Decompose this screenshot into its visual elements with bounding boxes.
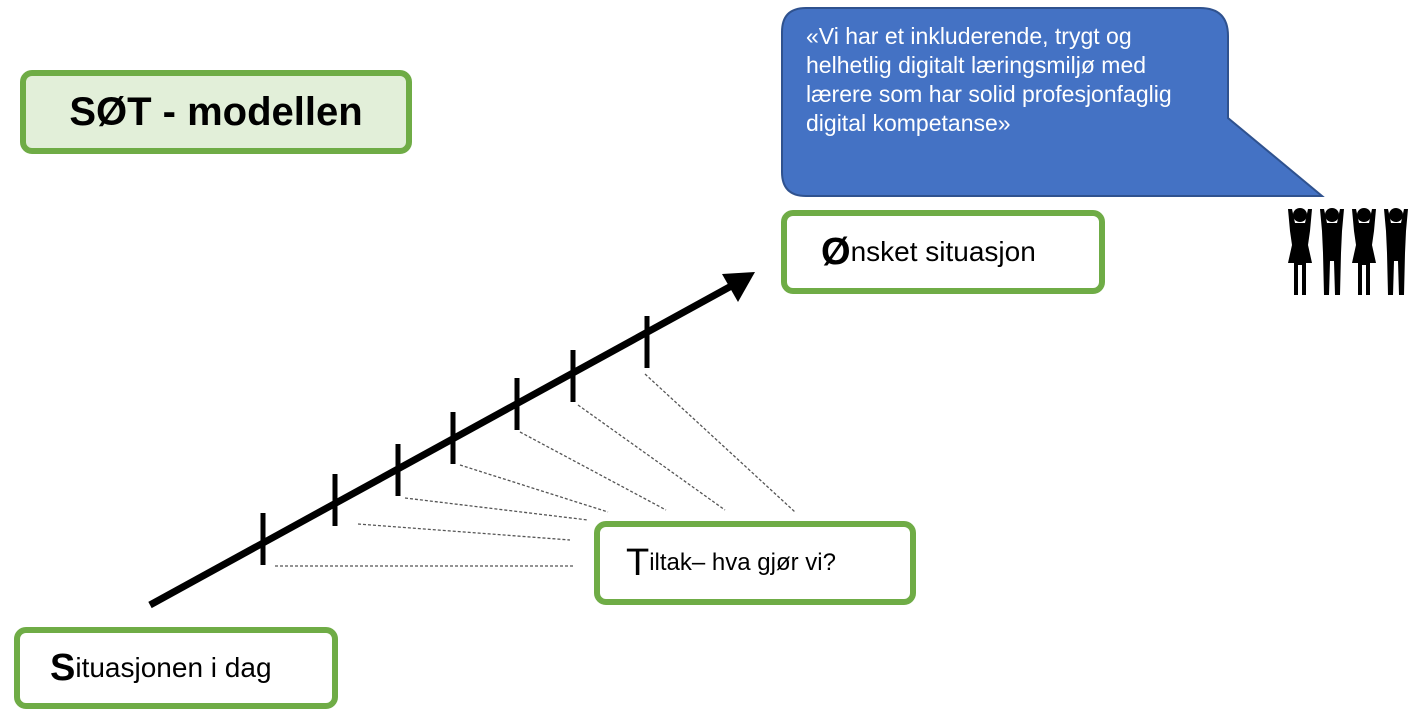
situasjon-initial: S xyxy=(50,646,76,689)
onsket-initial: Ø xyxy=(821,230,851,273)
quote-text: «Vi har et inkluderende, trygt og helhet… xyxy=(806,23,1172,136)
connector-line xyxy=(357,523,571,541)
connector-line xyxy=(459,464,609,513)
connector-line xyxy=(644,373,796,513)
page-title: SØT - modellen xyxy=(69,89,363,134)
speech-bubble xyxy=(781,7,1325,197)
connector-line xyxy=(577,404,726,511)
tiltak-initial: T xyxy=(626,541,650,584)
tick-marks xyxy=(260,316,650,565)
connector-lines xyxy=(275,373,796,567)
connector-line xyxy=(519,431,667,511)
title-box: SØT - modellen xyxy=(20,70,412,154)
connector-line xyxy=(404,497,589,521)
people-group-icon xyxy=(1288,208,1408,295)
tiltak-question: – hva gjør vi? xyxy=(691,549,836,576)
onsket-label: nsket situasjon xyxy=(850,236,1036,267)
arrow-icon xyxy=(148,272,755,609)
situasjon-label: ituasjonen i dag xyxy=(75,652,272,683)
tiltak-label: iltak xyxy=(649,549,692,576)
